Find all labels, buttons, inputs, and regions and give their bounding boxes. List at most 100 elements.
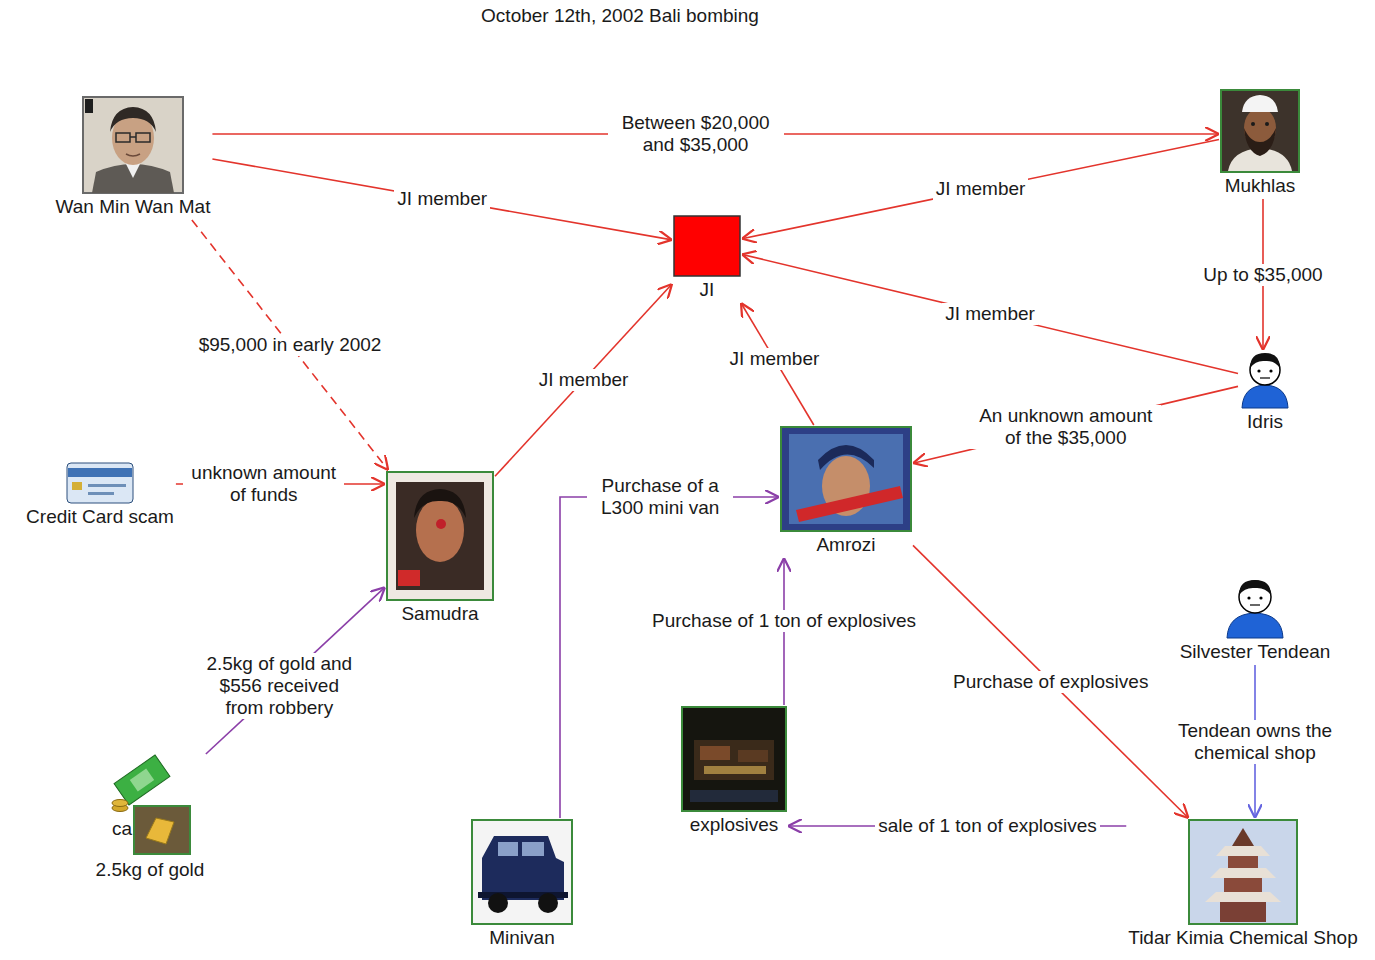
person-node: Idris xyxy=(1238,350,1292,435)
place-node: Tidar Kimia Chemical Shop xyxy=(1126,818,1360,951)
item-node: explosives xyxy=(680,705,788,838)
edge-label: Purchase of a L300 mini van xyxy=(587,475,733,519)
edge-label: Purchase of 1 ton of explosives xyxy=(649,610,919,632)
person-icon xyxy=(1242,353,1288,408)
hair xyxy=(818,445,874,470)
building xyxy=(1224,876,1262,892)
edge-label: JI member xyxy=(942,303,1038,325)
person-node: Amrozi xyxy=(779,425,913,558)
node-label: Samudra xyxy=(387,603,493,625)
connector xyxy=(192,220,388,470)
node-label: Mukhlas xyxy=(1221,175,1299,197)
building xyxy=(1228,854,1258,868)
person-photo xyxy=(387,472,493,600)
glasses xyxy=(136,133,150,142)
crate xyxy=(704,766,766,774)
photo-frame xyxy=(472,820,572,924)
icon-area xyxy=(67,463,133,503)
mouth xyxy=(126,154,140,156)
minivan-picture xyxy=(472,820,572,924)
icon-area xyxy=(83,97,183,193)
credit-card-icon xyxy=(67,463,133,503)
source-node: Credit Card scam xyxy=(24,461,176,530)
icon-area xyxy=(387,472,493,600)
eye xyxy=(1269,369,1272,372)
card xyxy=(67,463,133,503)
eye xyxy=(1259,596,1262,599)
icon-area xyxy=(1189,820,1297,924)
connector xyxy=(742,140,1219,239)
photo-ground xyxy=(396,482,484,590)
edge-label: sale of 1 ton of explosives xyxy=(875,815,1100,837)
spire xyxy=(1232,828,1254,846)
node-label: Amrozi xyxy=(781,534,911,556)
icon-area xyxy=(781,427,911,531)
person-node: Samudra xyxy=(385,470,495,627)
mark xyxy=(436,519,446,529)
floor xyxy=(690,790,778,802)
shoulders xyxy=(1242,385,1288,408)
node-label: Idris xyxy=(1240,411,1290,433)
glasses xyxy=(116,133,130,142)
edge-label: Tendean owns the chemical shop xyxy=(1152,720,1358,764)
edge-label: unknown amount of funds xyxy=(183,462,344,506)
edge-label: Between $20,000 and $35,000 xyxy=(608,112,784,156)
edge-label: Purchase of explosives xyxy=(950,671,1151,693)
stamp xyxy=(398,570,420,586)
connector xyxy=(913,386,1238,463)
banknote xyxy=(114,755,170,805)
photo-frame xyxy=(682,707,786,811)
person-photo xyxy=(781,427,911,531)
photo-frame xyxy=(1189,820,1297,924)
icon-area xyxy=(1225,580,1285,638)
roof xyxy=(1210,868,1276,878)
icon-area xyxy=(674,216,740,276)
icon-area xyxy=(682,707,786,811)
van-window xyxy=(522,842,544,856)
group-node: JI xyxy=(672,214,742,303)
coin xyxy=(112,800,128,807)
building xyxy=(1220,900,1266,922)
hair xyxy=(1239,580,1271,595)
cap xyxy=(1242,95,1278,112)
beard xyxy=(1244,128,1276,156)
icon-area xyxy=(472,820,572,924)
item-node: 2.5kg of gold xyxy=(94,754,207,883)
person-photo xyxy=(83,97,183,193)
van-window xyxy=(498,842,518,856)
explosives-picture xyxy=(682,707,786,811)
face xyxy=(416,498,464,562)
roof xyxy=(1216,846,1270,856)
node-label: explosives xyxy=(682,814,786,836)
eye xyxy=(1265,122,1269,126)
photo-frame xyxy=(1221,90,1299,172)
person-icon xyxy=(1227,580,1283,638)
photo-ground xyxy=(789,434,903,524)
banknote xyxy=(114,755,170,805)
roof xyxy=(1205,892,1281,902)
group-square xyxy=(674,216,740,276)
crate xyxy=(694,740,774,780)
crate xyxy=(700,746,730,760)
head xyxy=(1239,581,1271,613)
hair xyxy=(1250,353,1280,368)
stamp-band xyxy=(796,486,903,522)
gold-bar xyxy=(146,818,174,844)
wheel xyxy=(538,893,558,913)
photo-frame xyxy=(83,97,183,193)
icon-area xyxy=(1221,90,1299,172)
item-node: Minivan xyxy=(470,818,574,951)
diagram-title: October 12th, 2002 Bali bombing xyxy=(481,5,759,27)
hair xyxy=(414,489,466,518)
eye xyxy=(1257,369,1260,372)
photo-frame xyxy=(134,806,190,854)
banknote-mark xyxy=(130,769,154,792)
connector xyxy=(560,497,779,818)
gold-icon xyxy=(134,806,190,854)
node-label: Minivan xyxy=(472,927,572,949)
edge-label: $95,000 in early 2002 xyxy=(196,334,385,356)
eye xyxy=(1251,122,1255,126)
eye xyxy=(1247,596,1250,599)
edge-label: JI member xyxy=(394,188,490,210)
